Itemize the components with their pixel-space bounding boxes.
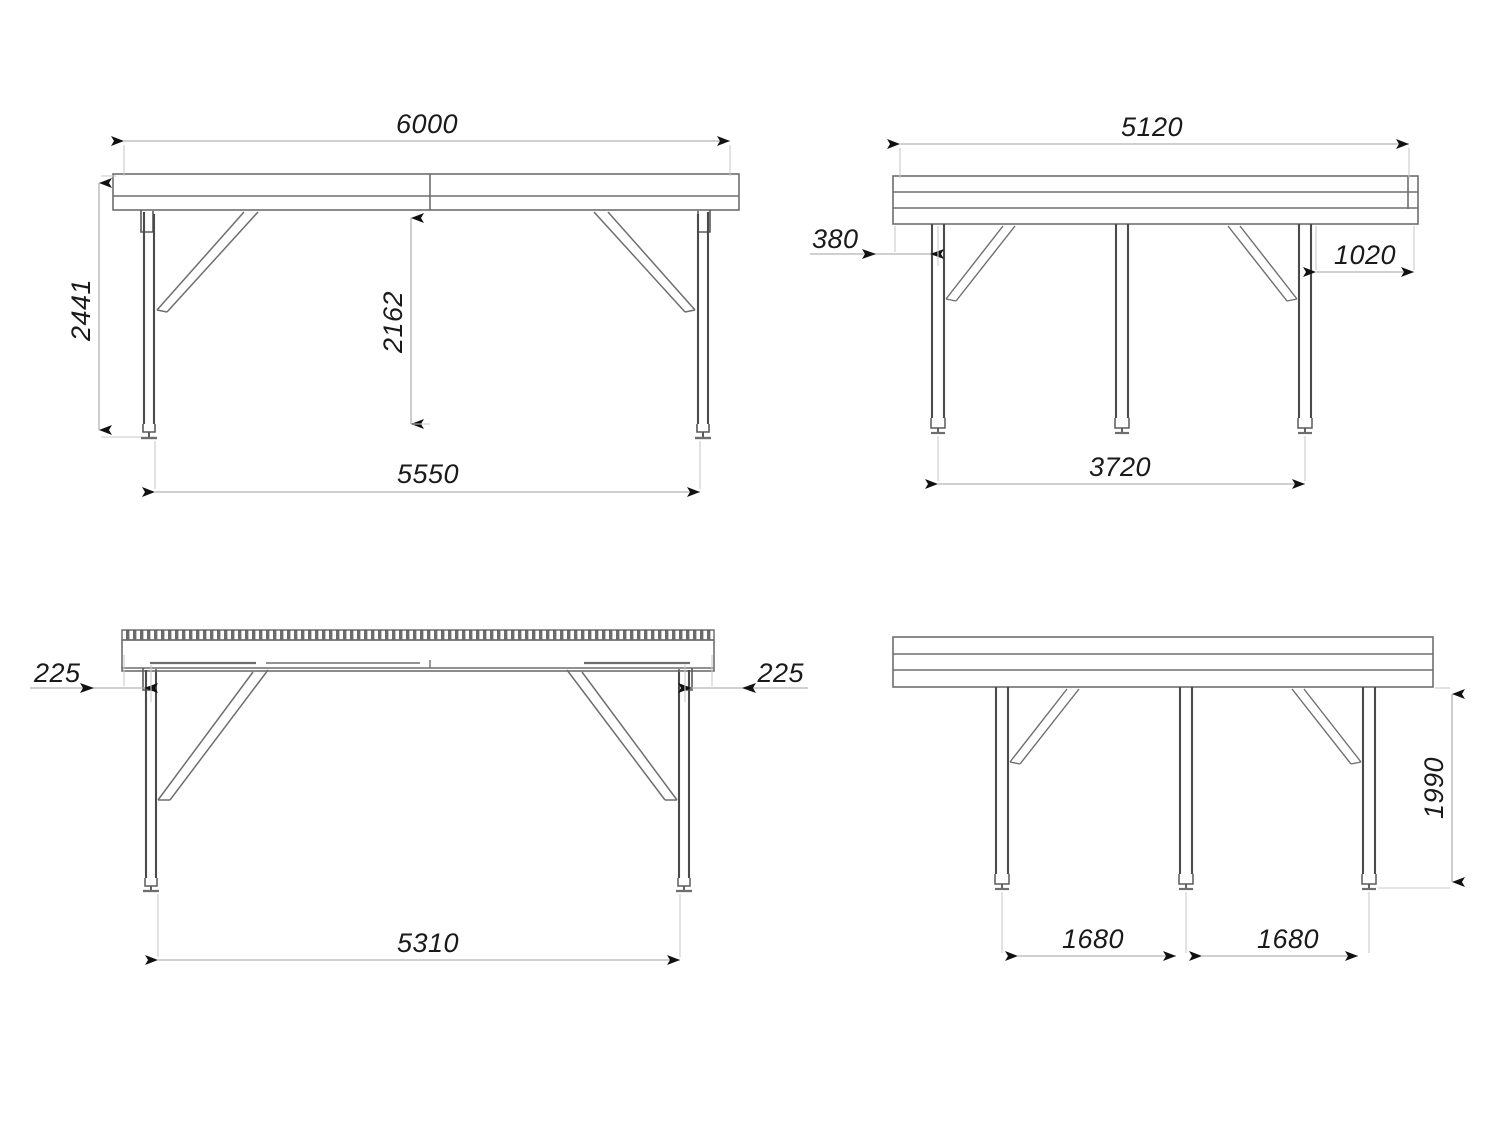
table-top-slab [892, 636, 1434, 688]
view-bottom-left: 225 225 5310 [30, 629, 808, 965]
dimension-label-2441: 2441 [66, 279, 96, 342]
leg-1 [930, 224, 1016, 435]
dimension-label-380: 380 [812, 224, 859, 254]
leg-right [593, 210, 711, 440]
leg-2 [1114, 224, 1130, 435]
dimension-5120 [887, 139, 1410, 178]
dimension-label-3720: 3720 [1089, 452, 1151, 482]
dimension-label-2162: 2162 [378, 291, 408, 354]
dimension-label-1990: 1990 [1419, 757, 1449, 819]
dimension-1680-left [1001, 892, 1187, 961]
dimension-1020 [1303, 226, 1415, 277]
leg-left [142, 668, 269, 893]
leg-left [140, 210, 259, 440]
leg-3 [1227, 224, 1313, 435]
leg-3 [1291, 687, 1377, 891]
view-top-right: 5120 380 1020 3720 [810, 112, 1419, 489]
dimension-label-1020: 1020 [1334, 240, 1396, 270]
dimension-1990 [1378, 687, 1465, 889]
dimension-6000 [111, 136, 731, 176]
leg-right [566, 668, 693, 893]
dimension-label-1680-left: 1680 [1062, 924, 1124, 954]
dimension-label-1680-right: 1680 [1257, 924, 1319, 954]
dimension-label-225-left: 225 [33, 658, 81, 688]
table-top-slab [121, 629, 715, 672]
dimension-label-5120: 5120 [1121, 112, 1183, 142]
leg-1 [994, 687, 1080, 891]
dimension-5310 [145, 894, 681, 965]
dimension-2162 [410, 213, 430, 429]
dimension-225-right [678, 655, 808, 702]
dimension-225-left [30, 655, 158, 702]
table-top-slab [892, 175, 1419, 225]
dimension-1680-right [1189, 892, 1370, 961]
dimension-label-5550: 5550 [397, 459, 459, 489]
view-top-left: 6000 2441 2162 5550 [66, 109, 740, 497]
table-top-slab [112, 173, 740, 211]
dimension-380 [810, 226, 944, 266]
leg-2 [1178, 687, 1194, 891]
dimension-label-5310: 5310 [397, 928, 459, 958]
dimension-2441 [98, 175, 141, 438]
dimension-label-6000: 6000 [396, 109, 458, 139]
dimension-label-225-right: 225 [756, 658, 804, 688]
dimension-3720 [925, 436, 1306, 489]
view-bottom-right: 1990 1680 1680 [892, 636, 1465, 961]
dimension-5550 [142, 441, 701, 497]
